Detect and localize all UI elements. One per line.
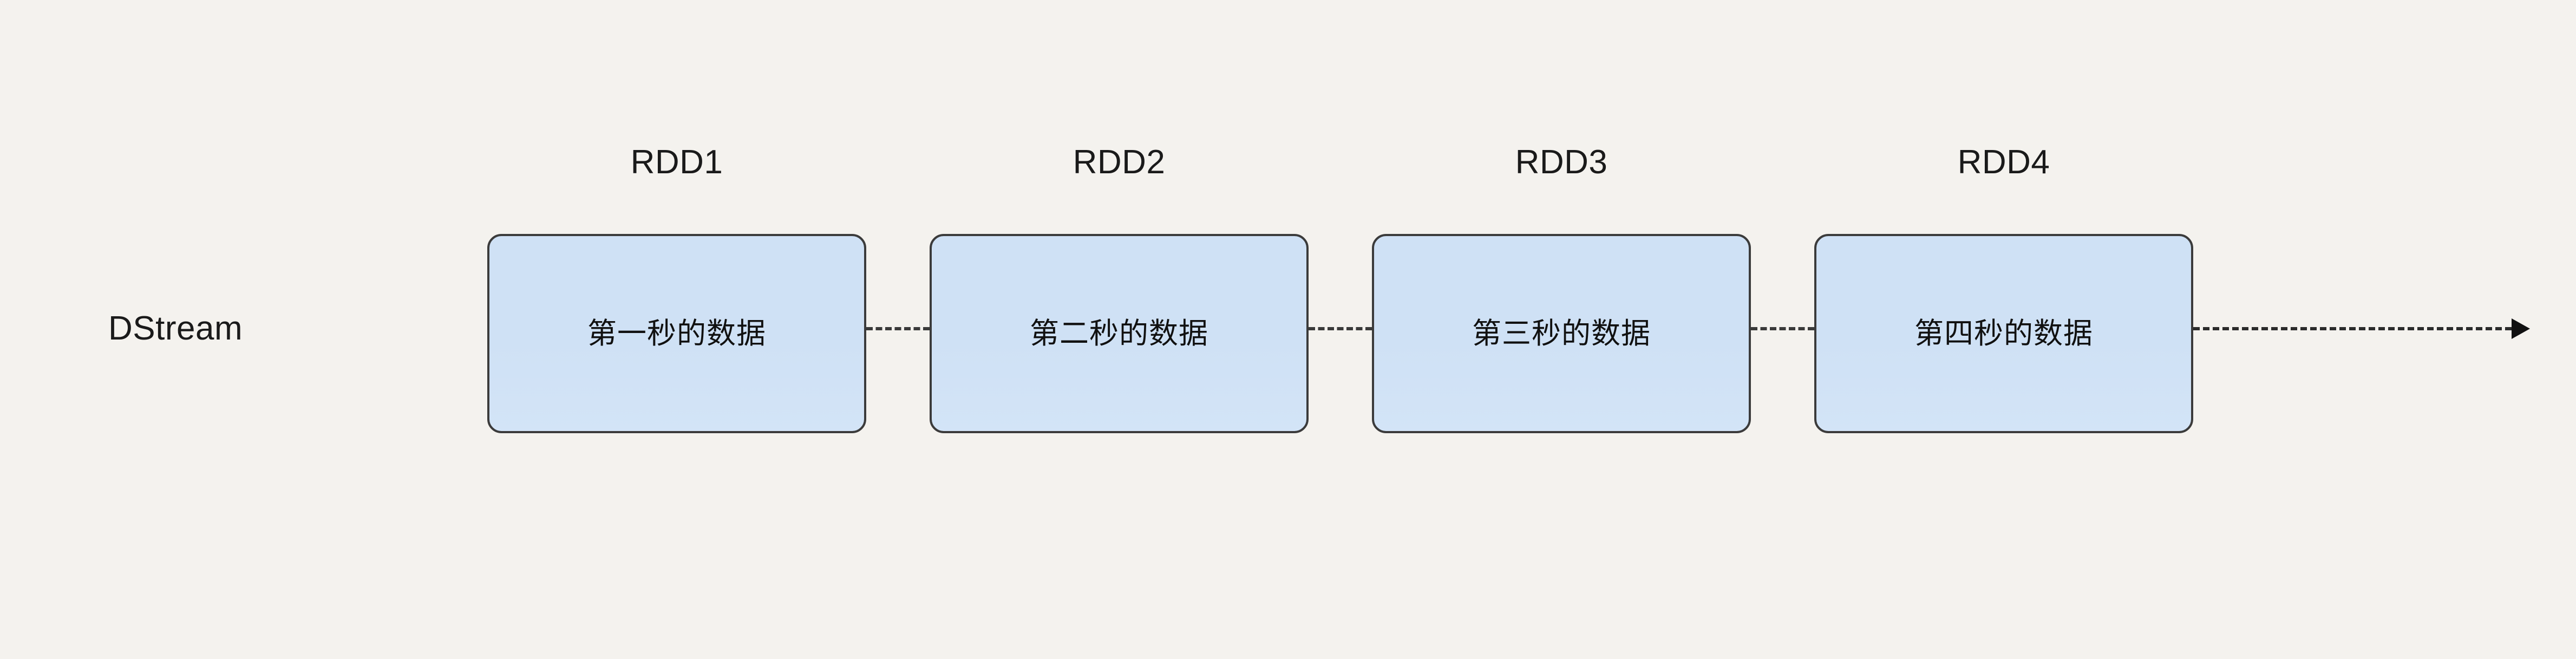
rdd-caption-2: RDD2 xyxy=(1073,143,1166,181)
rdd-box-1[interactable]: 第一秒的数据 xyxy=(487,234,866,433)
rdd-caption-3: RDD3 xyxy=(1515,143,1608,181)
connector-rdd2-rdd3 xyxy=(1309,327,1372,330)
rdd-box-4-label: 第四秒的数据 xyxy=(1914,317,2093,350)
connector-rdd3-rdd4 xyxy=(1751,327,1814,330)
rdd-caption-1: RDD1 xyxy=(630,143,723,181)
rdd-caption-4: RDD4 xyxy=(1957,143,2050,181)
rdd-box-3[interactable]: 第三秒的数据 xyxy=(1372,234,1751,433)
connector-rdd1-rdd2 xyxy=(866,327,930,330)
rdd-box-1-label: 第一秒的数据 xyxy=(587,317,766,350)
rdd-box-2-label: 第二秒的数据 xyxy=(1030,317,1208,350)
dstream-row-label: DStream xyxy=(108,310,243,347)
continuation-dashed-line xyxy=(2193,327,2512,330)
rdd-box-4[interactable]: 第四秒的数据 xyxy=(1814,234,2193,433)
continuation-arrow-icon xyxy=(2512,318,2530,339)
rdd-box-2[interactable]: 第二秒的数据 xyxy=(930,234,1309,433)
rdd-box-3-label: 第三秒的数据 xyxy=(1472,317,1651,350)
